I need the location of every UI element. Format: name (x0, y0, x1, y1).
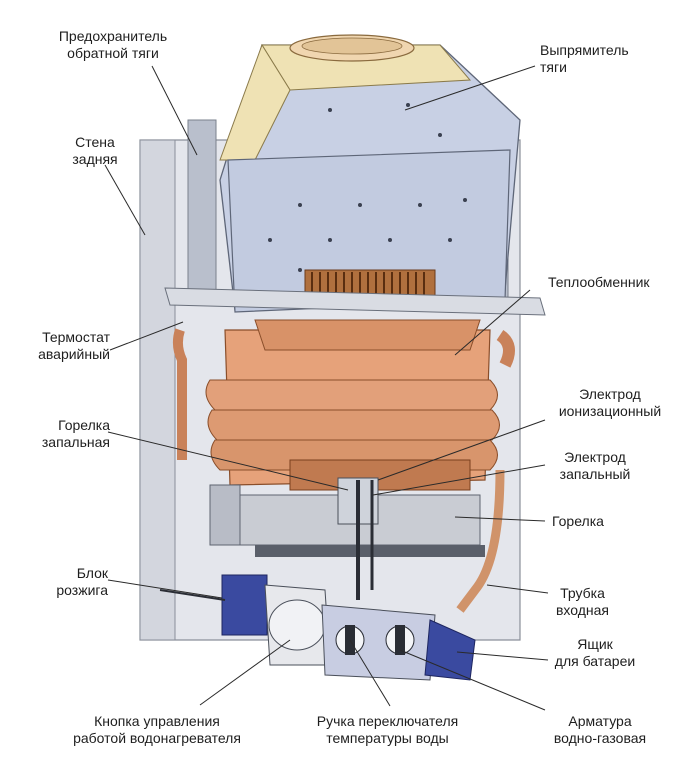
label-draft-straightener-line1: Выпрямитель (540, 42, 629, 58)
label-burner-line1: Горелка (552, 513, 604, 529)
label-emergency-thermostat-line1: Термостат (42, 329, 110, 345)
heat-exchanger-body (172, 319, 515, 491)
label-gas-water-valve: Арматура водно-газовая (540, 713, 660, 747)
label-ignition-unit-line2: розжига (56, 582, 108, 598)
ignition-block (159, 574, 268, 636)
label-draft-straightener: Выпрямитель тяги (540, 42, 680, 76)
inlet-pipe (456, 469, 505, 613)
label-ignition-unit: Блок розжига (10, 565, 108, 599)
label-battery-box-line2: для батареи (554, 653, 636, 669)
label-ignition-electrode-line1: Электрод (564, 449, 626, 465)
leader-battery-box (456, 651, 549, 661)
label-back-wall-line1: Стена (75, 134, 115, 150)
label-burner: Горелка (552, 513, 662, 530)
label-emergency-thermostat: Термостат аварийный (10, 329, 110, 363)
label-heat-exchanger: Теплообменник (548, 274, 678, 291)
leader-emergency-thermostat (109, 321, 184, 351)
label-back-wall-line2: задняя (72, 151, 118, 167)
label-pilot-burner: Горелка запальная (10, 417, 110, 451)
leader-ignition-unit (107, 579, 223, 599)
leader-temp-knob (349, 639, 391, 707)
electrodes (337, 477, 379, 600)
label-pilot-burner-line1: Горелка (58, 417, 110, 433)
label-control-button: Кнопка управления работой водонагревател… (52, 713, 262, 747)
label-gas-water-valve-line1: Арматура (568, 713, 632, 729)
leader-ignition-electrode (372, 464, 546, 496)
label-control-button-line2: работой водонагревателя (73, 730, 241, 746)
leader-gas-water-valve (399, 649, 546, 711)
label-inlet-pipe: Трубка входная (540, 585, 625, 619)
label-ionization-electrode-line2: ионизационный (558, 403, 662, 419)
leader-ionization-electrode (377, 419, 546, 481)
draft-hood (219, 34, 521, 313)
leader-inlet-pipe (486, 584, 549, 594)
leader-draft-straightener (404, 65, 536, 111)
label-emergency-thermostat-line2: аварийный (38, 346, 110, 362)
leader-control-button (199, 639, 291, 706)
label-draft-fuse: Предохранитель обратной тяги (38, 28, 188, 62)
label-back-wall: Стена задняя (55, 134, 135, 168)
label-control-button-line1: Кнопка управления (94, 713, 220, 729)
label-inlet-pipe-line1: Трубка (560, 585, 605, 601)
label-draft-straightener-line2: тяги (540, 59, 567, 75)
label-ignition-electrode-line2: запальный (559, 466, 631, 482)
leader-back-wall (104, 164, 146, 236)
label-temp-knob: Ручка переключателя температуры воды (300, 713, 475, 747)
label-temp-knob-line2: температуры воды (326, 730, 449, 746)
label-heat-exchanger-line1: Теплообменник (548, 274, 650, 290)
label-draft-fuse-line2: обратной тяги (67, 45, 159, 61)
label-battery-box: Ящик для батареи (540, 636, 650, 670)
mounting-plate (164, 287, 546, 316)
label-pilot-burner-line2: запальная (41, 434, 110, 450)
leader-heat-exchanger (454, 289, 531, 356)
label-temp-knob-line1: Ручка переключателя (316, 713, 459, 729)
label-gas-water-valve-line2: водно-газовая (553, 730, 647, 746)
leader-burner (454, 516, 546, 522)
label-ionization-electrode-line1: Электрод (579, 386, 641, 402)
label-battery-box-line1: Ящик (577, 636, 613, 652)
label-ionization-electrode: Электрод ионизационный (540, 386, 680, 420)
label-inlet-pipe-line2: входная (555, 602, 610, 618)
leader-pilot-burner (107, 431, 349, 491)
leader-draft-fuse (151, 65, 198, 156)
label-draft-fuse-line1: Предохранитель (58, 28, 168, 44)
label-ignition-electrode: Электрод запальный (540, 449, 650, 483)
label-ignition-unit-line1: Блок (76, 565, 108, 581)
